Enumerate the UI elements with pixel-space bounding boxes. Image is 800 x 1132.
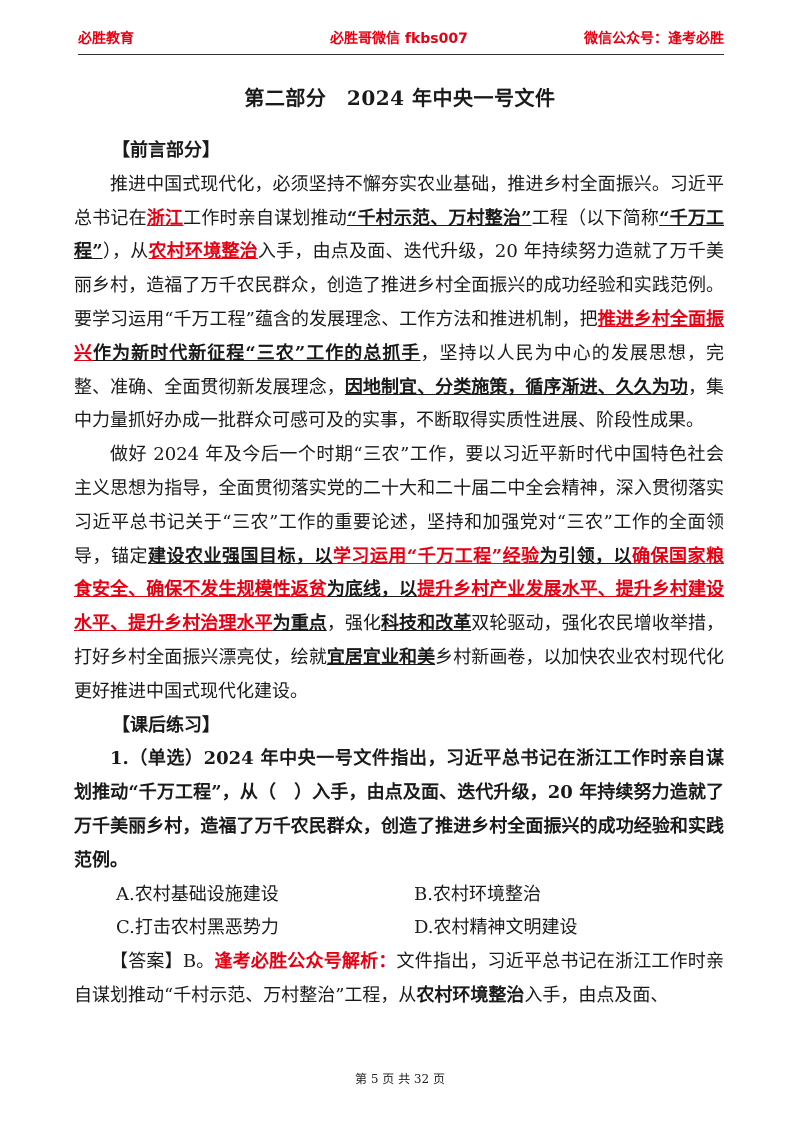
option-a: A.农村基础设施建设 [116,883,279,905]
page-title: 第二部分 2024 年中央一号文件 [244,86,556,110]
section-heading-exercise: 【课后练习】 [112,714,220,736]
highlight-three-levels: 提升乡村产业发展水平、提升乡村建设水平、提升乡村治理水平 [74,579,725,635]
page-header: 必胜教育 必胜哥微信 fkbs007 微信公众号：逢考必胜 [78,28,724,50]
highlight-zhejiang: 浙江 [146,207,184,229]
option-d: D.农村精神文明建设 [414,917,578,939]
foreword-paragraph-1: 推进中国式现代化，必须坚持不懈夯实农业基础，推进乡村全面振兴。习近平总书记在浙江… [74,173,725,432]
highlight-qianwan-experience: 学习运用“千万工程”经验 [332,545,540,567]
page-footer: 第 5 页 共 32 页 [355,1072,445,1086]
highlight-livable: 宜居宜业和美 [326,646,436,668]
foreword-paragraph-2: 做好 2024 年及今后一个时期“三农”工作，要以习近平新时代中国特色社会主义思… [74,444,725,702]
analysis-label: 逢考必胜公众号解析： [214,951,397,973]
highlight-tech-reform: 科技和改革 [380,613,472,635]
question-1: 1.（单选）2024 年中央一号文件指出，习近平总书记在浙江工作时亲自谋划推动“… [74,748,724,871]
main-content: 【前言部分】 推进中国式现代化，必须坚持不懈夯实农业基础，推进乡村全面振兴。习近… [74,134,724,1013]
highlight-revitalization: 推进乡村全面振兴 [74,308,724,364]
options-row-2: C.打击农村黑恶势力 D.农村精神文明建设 [74,911,724,945]
header-left: 必胜教育 [78,31,134,47]
highlight-environment: 农村环境整治 [148,241,258,263]
highlight-local-conditions: 因地制宜、分类施策，循序渐进、久久为功 [344,376,688,398]
header-divider [78,54,724,55]
answer-paragraph: 【答案】B。逢考必胜公众号解析：文件指出，习近平总书记在浙江工作时亲自谋划推动“… [74,951,725,1006]
option-c: C.打击农村黑恶势力 [116,917,279,939]
highlight-qianwan: “千万工程” [74,207,725,263]
section-heading-foreword: 【前言部分】 [112,140,220,161]
options-row-1: A.农村基础设施建设 B.农村环境整治 [74,878,724,912]
highlight-answer-keyword: 农村环境整治 [416,984,525,1006]
header-right: 微信公众号：逢考必胜 [584,31,724,47]
header-center: 必胜哥微信 fkbs007 [330,31,468,47]
answer-label: 【答案】B。 [110,951,215,973]
option-b: B.农村环境整治 [414,883,541,905]
highlight-food-security: 确保国家粮食安全、确保不发生规模性返贫 [74,545,725,601]
highlight-general-grip: 作为新时代新征程“三农”工作的总抓手 [93,342,421,364]
highlight-strong-agri: 建设农业强国目标 [147,545,296,567]
highlight-project-name: “千村示范、万村整治” [346,207,532,229]
